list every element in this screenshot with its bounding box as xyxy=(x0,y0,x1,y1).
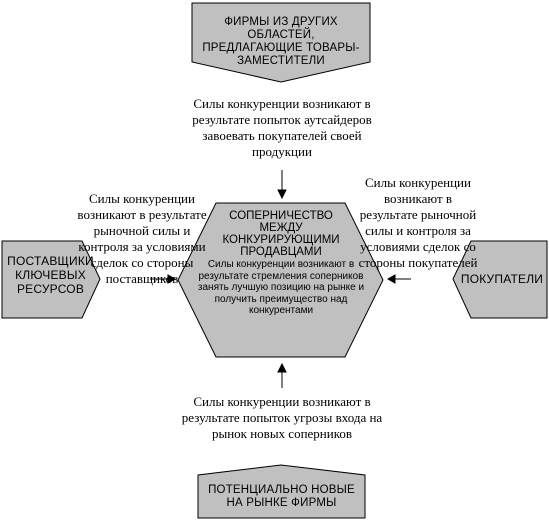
right-node-shape xyxy=(452,240,548,319)
center-hexagon xyxy=(177,202,384,358)
bottom-node-shape xyxy=(197,464,366,519)
right-edge-label: Силы конкуренции возникают в результате … xyxy=(358,175,478,270)
left-edge-label: Силы конкуренции возникают в результате … xyxy=(77,191,207,286)
bottom-edge-label: Силы конкуренции возникают в результате … xyxy=(181,394,383,441)
center-node-body: Силы конкуренции возникают в результате … xyxy=(197,259,365,316)
arrow-left-head xyxy=(167,274,177,284)
left-node-shape xyxy=(1,240,101,319)
top-node-shape xyxy=(191,2,371,83)
top-node-label: ФИРМЫ ИЗ ДРУГИХ ОБЛАСТЕЙ, ПРЕДЛАГАЮЩИЕ Т… xyxy=(202,16,360,67)
arrow-bottom-head xyxy=(277,362,287,373)
arrow-right-head xyxy=(386,274,396,284)
bottom-node-label: ПОТЕНЦИАЛЬНО НОВЫЕ НА РЫНКЕ ФИРМЫ xyxy=(208,484,355,509)
center-node-title: СОПЕРНИЧЕСТВО МЕЖДУ КОНКУРИРУЮЩИМИ ПРОДА… xyxy=(222,210,340,258)
left-node-label: ПОСТАВЩИКИ КЛЮЧЕВЫХ РЕСУРСОВ xyxy=(7,254,94,296)
top-edge-label: Силы конкуренции возникают в результате … xyxy=(192,96,372,159)
center-node: СОПЕРНИЧЕСТВО МЕЖДУ КОНКУРИРУЮЩИМИ ПРОДА… xyxy=(192,210,370,317)
arrow-top-head xyxy=(277,189,287,200)
right-node-label: ПОКУПАТЕЛИ xyxy=(460,272,544,286)
